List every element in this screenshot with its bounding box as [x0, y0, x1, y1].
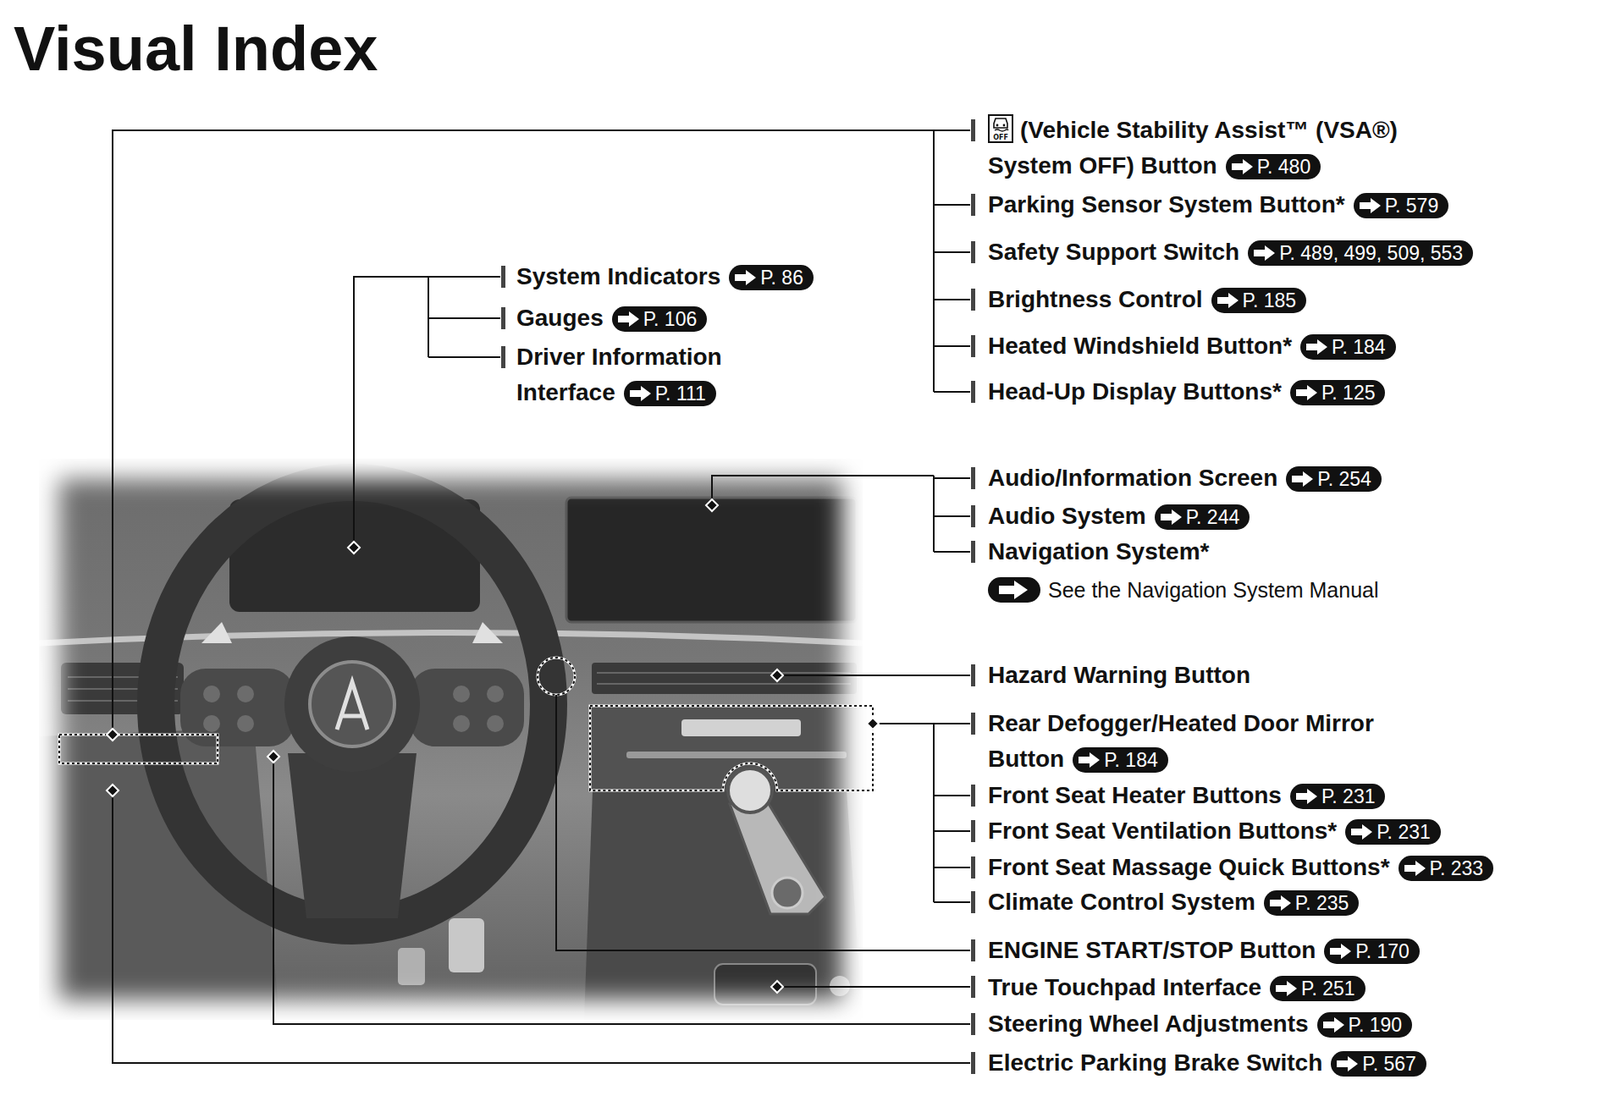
page-reference: P. 251: [1269, 976, 1366, 1002]
callout-label: Electric Parking Brake Switch P. 567: [987, 1045, 1427, 1082]
callout-label: Front Seat Ventilation Buttons* P. 231: [987, 813, 1441, 850]
feature-name: Brightness Control: [987, 286, 1203, 313]
page-number: P. 233: [1429, 855, 1485, 882]
leader-lines: [112, 130, 971, 1064]
page-number: P. 579: [1384, 193, 1440, 219]
reference-arrow-pill: [987, 577, 1041, 603]
page-reference: P. 231: [1345, 819, 1441, 845]
page-reference: P. 125: [1290, 380, 1386, 406]
page-number: P. 184: [1103, 747, 1159, 773]
page-reference: P. 185: [1211, 287, 1308, 314]
feature-name: Head-Up Display Buttons*: [987, 378, 1282, 405]
page-reference: P. 184: [1072, 747, 1169, 773]
feature-name: (Vehicle Stability Assist™ (VSA®) System…: [987, 116, 1398, 179]
page-reference: P. 190: [1317, 1012, 1413, 1038]
page-reference: P. 244: [1154, 504, 1251, 530]
page-number: P. 184: [1331, 334, 1386, 360]
callout-label: Brightness Control P. 185: [987, 281, 1307, 318]
callout-label: Gauges P. 106: [516, 300, 707, 337]
callout-label: Front Seat Heater Buttons P. 231: [987, 777, 1385, 814]
page-reference: P. 235: [1263, 890, 1360, 916]
callout-label: Front Seat Massage Quick Buttons* P. 233: [987, 849, 1494, 886]
callout-label: Rear Defogger/Heated Door Mirror ButtonP…: [987, 706, 1416, 778]
feature-name: Rear Defogger/Heated Door Mirror Button: [987, 710, 1374, 773]
page-number: P. 106: [643, 306, 698, 332]
page-number: P. 244: [1186, 504, 1241, 530]
callout-label: Audio/Information Screen P. 254: [987, 460, 1382, 497]
callout-label: Safety Support Switch P. 489, 499, 509, 5…: [987, 234, 1474, 271]
page-number: P. 251: [1301, 976, 1356, 1002]
page-number: P. 489, 499, 509, 553: [1279, 240, 1463, 266]
page-reference: P. 567: [1330, 1051, 1427, 1077]
feature-name: Parking Sensor System Button*: [987, 191, 1346, 218]
page-reference: P. 579: [1353, 193, 1450, 219]
page-reference: P. 184: [1300, 334, 1396, 360]
page-reference: P. 106: [612, 306, 708, 332]
index-bars: [501, 119, 976, 1075]
callout-label: System Indicators P. 86: [516, 259, 814, 295]
page-number: P. 231: [1376, 819, 1431, 845]
feature-name: Audio/Information Screen: [987, 464, 1278, 492]
page-reference: P. 480: [1225, 154, 1322, 180]
feature-name: Audio System: [987, 502, 1147, 530]
callout-text: Navigation System*: [987, 534, 1209, 570]
page-number: P. 125: [1321, 380, 1376, 406]
feature-name: System Indicators: [516, 263, 721, 290]
page-reference: P. 170: [1324, 938, 1420, 965]
page-reference: P. 111: [623, 380, 717, 407]
page-number: P. 480: [1257, 154, 1312, 180]
feature-name: Front Seat Heater Buttons: [987, 782, 1282, 809]
callout-text: Hazard Warning Button: [987, 657, 1251, 694]
page-reference: P. 489, 499, 509, 553: [1247, 240, 1474, 266]
leader-dots: [106, 499, 879, 994]
callout-outlines: [59, 657, 873, 791]
page-number: P. 86: [760, 264, 804, 291]
page-number: P. 190: [1348, 1012, 1403, 1038]
page-number: P. 111: [655, 380, 707, 407]
page-number: P. 170: [1355, 938, 1410, 965]
callout-label: Head-Up Display Buttons* P. 125: [987, 374, 1385, 410]
feature-name: Front Seat Massage Quick Buttons*: [987, 854, 1391, 881]
callout-label: Parking Sensor System Button* P. 579: [987, 187, 1449, 223]
vsa-off-icon: OFF: [987, 114, 1014, 144]
feature-name: Heated Windshield Button*: [987, 332, 1292, 359]
feature-name: True Touchpad Interface: [987, 974, 1262, 1001]
page-number: P. 567: [1362, 1051, 1417, 1077]
page-number: P. 185: [1242, 287, 1297, 314]
page-reference: P. 86: [728, 264, 814, 291]
callout-label: Driver Information InterfaceP. 111: [516, 339, 771, 411]
cockpit-photo: [38, 458, 873, 1021]
callout-label: ENGINE START/STOP Button P. 170: [987, 932, 1420, 969]
callout-text: See the Navigation System Manual: [1048, 576, 1380, 604]
page-number: P. 235: [1295, 890, 1350, 916]
callout-label: True Touchpad Interface P. 251: [987, 970, 1366, 1006]
callout-label: Heated Windshield Button* P. 184: [987, 328, 1396, 365]
callout-label: Audio System P. 244: [987, 498, 1250, 535]
feature-name: Electric Parking Brake Switch: [987, 1049, 1323, 1076]
callout-label: Climate Control System P. 235: [987, 884, 1359, 921]
icon-label: OFF: [989, 133, 1012, 142]
page-number: P. 254: [1317, 466, 1372, 492]
feature-name: Front Seat Ventilation Buttons*: [987, 817, 1337, 845]
callout-label: OFF(Vehicle Stability Assist™ (VSA®) Sys…: [987, 112, 1454, 184]
feature-name: Climate Control System: [987, 888, 1256, 916]
feature-name: Safety Support Switch: [987, 238, 1240, 265]
page-reference: P. 233: [1398, 855, 1495, 882]
feature-name: ENGINE START/STOP Button: [987, 937, 1316, 964]
feature-name: Gauges: [516, 304, 604, 332]
page-reference: P. 231: [1290, 783, 1386, 810]
page-reference: P. 254: [1285, 466, 1382, 492]
feature-name: Steering Wheel Adjustments: [987, 1010, 1309, 1038]
page-title: Visual Index: [13, 11, 379, 87]
page-number: P. 231: [1321, 783, 1376, 810]
callout-label: Steering Wheel Adjustments P. 190: [987, 1006, 1413, 1043]
